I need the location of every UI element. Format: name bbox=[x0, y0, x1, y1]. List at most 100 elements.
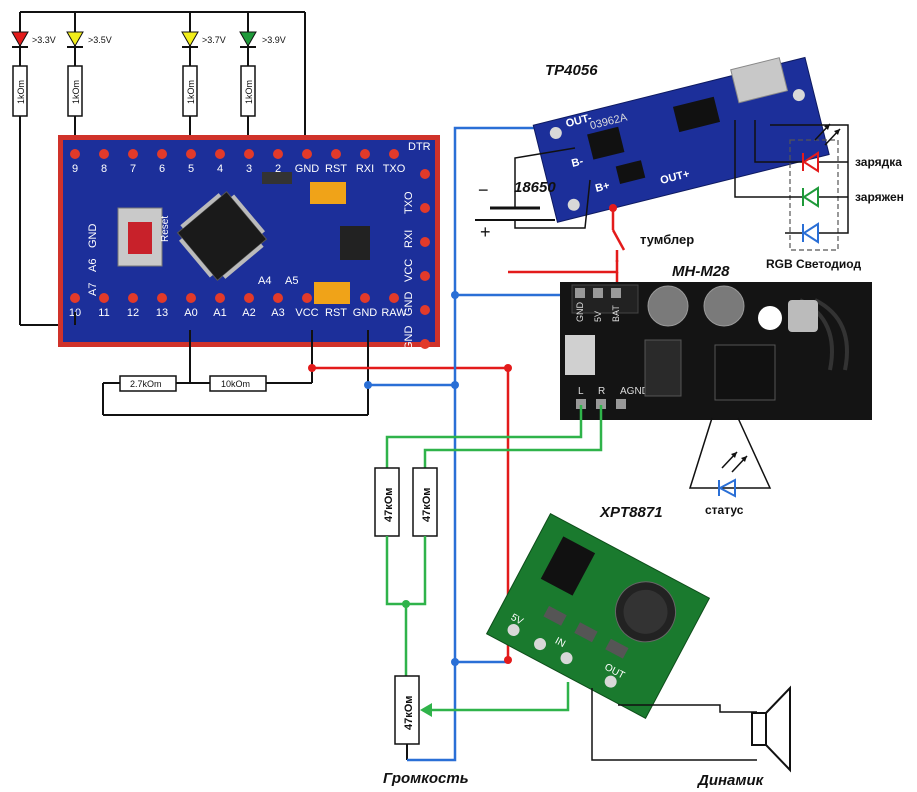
arduino-top-pin-label-8: GND bbox=[295, 163, 320, 175]
arduino-top-pin-label-5: 4 bbox=[217, 163, 223, 175]
speaker-caption: Динамик bbox=[696, 772, 765, 789]
divider-r2-label: 10kOm bbox=[221, 379, 250, 389]
arduino-bottom-pin-hole-7 bbox=[273, 293, 283, 303]
xpt8871-title: XPT8871 bbox=[599, 504, 663, 521]
led-3v3-label: >3.3V bbox=[32, 35, 56, 45]
arduino-top-pin-hole-5 bbox=[215, 149, 225, 159]
arduino-bottom-pin-hole-1 bbox=[99, 293, 109, 303]
mh-power-pin-label-1: 5V bbox=[593, 311, 603, 322]
reset-label: Reset bbox=[160, 216, 171, 242]
tantalum-cap-1 bbox=[310, 182, 346, 204]
led-3v7-resistor: 1kOm bbox=[186, 80, 196, 104]
arduino-top-pin-hole-3 bbox=[157, 149, 167, 159]
arduino-top-pin-hole-2 bbox=[128, 149, 138, 159]
status-led: статус bbox=[688, 417, 772, 517]
tp4056-pin-b-minus: B- bbox=[570, 155, 584, 170]
battery-minus: − bbox=[478, 180, 489, 200]
arduino-right-pin-label-5: GND bbox=[403, 326, 415, 351]
arduino-right-pin-hole-1 bbox=[420, 203, 430, 213]
mh-m28-audio-pins: L R AGND bbox=[576, 386, 649, 409]
arduino-bottom-pin-label-9: RST bbox=[325, 307, 347, 319]
arduino-top-pin-label-9: RST bbox=[325, 163, 347, 175]
arduino-top-pin-hole-6 bbox=[244, 149, 254, 159]
rgb-label-charging: зарядка bbox=[855, 155, 902, 169]
mh-cap-2 bbox=[703, 285, 745, 327]
arduino-bottom-pin-hole-3 bbox=[157, 293, 167, 303]
arduino-top-pin-label-10: RXI bbox=[356, 163, 374, 175]
arduino-bottom-pin-hole-6 bbox=[244, 293, 254, 303]
switch-label: тумблер bbox=[640, 232, 694, 247]
arduino-top-pin-hole-0 bbox=[70, 149, 80, 159]
speaker: Динамик bbox=[591, 685, 791, 789]
xpt-pin-5v: 5V bbox=[509, 612, 525, 628]
arduino-top-pin-hole-1 bbox=[99, 149, 109, 159]
arduino-bottom-pin-label-6: A2 bbox=[242, 307, 255, 319]
mh-power-pin-0 bbox=[575, 288, 585, 298]
mh-power-pin-1 bbox=[593, 288, 603, 298]
arduino-bottom-pin-hole-2 bbox=[128, 293, 138, 303]
led-3v5-resistor: 1kOm bbox=[71, 80, 81, 104]
battery-title: 18650 bbox=[514, 179, 556, 196]
mh-audio-pin-label-0: L bbox=[578, 386, 584, 397]
mh-audio-pin-0 bbox=[576, 399, 586, 409]
led-3v5: >3.5V 1kOm bbox=[66, 12, 112, 152]
rgb-led: зарядка заряжен RGB Светодиод bbox=[734, 120, 904, 271]
led-3v3: >3.3V 1kOm bbox=[11, 12, 56, 325]
arduino-left-a6: A6 bbox=[87, 259, 99, 272]
arduino-right-pin-label-4: GND bbox=[403, 292, 415, 317]
arduino-top-pin-label-2: 7 bbox=[130, 163, 136, 175]
arduino-top-pin-label-1: 8 bbox=[101, 163, 107, 175]
mix-resistor-1: 47кОм bbox=[383, 488, 395, 522]
xpt8871-module: XPT8871 5V IN OUT bbox=[485, 504, 711, 719]
rgb-label-charged: заряжен bbox=[855, 190, 904, 204]
reset-button[interactable] bbox=[117, 207, 163, 267]
arduino-bottom-pin-label-4: A0 bbox=[184, 307, 197, 319]
xpt-pin-in: IN bbox=[553, 636, 567, 650]
arduino-bottom-pin-hole-10 bbox=[360, 293, 370, 303]
audio-mixer: 47кОм 47кОм 47кОм Громкость bbox=[374, 405, 603, 787]
status-led-label: статус bbox=[705, 503, 744, 517]
arduino-right-pin-label-1: TXO bbox=[403, 191, 415, 214]
arduino-top-pin-hole-11 bbox=[389, 149, 399, 159]
mh-power-pin-label-0: GND bbox=[575, 302, 585, 323]
arduino-top-pin-label-4: 5 bbox=[188, 163, 194, 175]
mh-power-pin-label-2: BAT bbox=[611, 305, 621, 322]
arduino-bottom-pin-label-10: GND bbox=[353, 307, 378, 319]
mh-m28-power-pins: GND 5V BAT bbox=[575, 288, 621, 322]
regulator bbox=[340, 226, 370, 260]
tp4056-pin-b-plus: B+ bbox=[594, 180, 611, 195]
arduino-bottom-pin-hole-11 bbox=[389, 293, 399, 303]
led-3v5-label: >3.5V bbox=[88, 35, 112, 45]
mix-resistor-2: 47кОм bbox=[421, 488, 433, 522]
arduino-top-pin-hole-9 bbox=[331, 149, 341, 159]
led-3v7-label: >3.7V bbox=[202, 35, 226, 45]
arduino-top-pin-label-6: 3 bbox=[246, 163, 252, 175]
arduino-bottom-pin-hole-5 bbox=[215, 293, 225, 303]
led-3v9-label: >3.9V bbox=[262, 35, 286, 45]
arduino-right-pin-label-0: DTR bbox=[408, 141, 431, 153]
mh-audio-pin-label-1: R bbox=[598, 386, 605, 397]
pot-caption: Громкость bbox=[383, 770, 469, 787]
mh-audio-pin-2 bbox=[616, 399, 626, 409]
led-3v9: >3.9V 1kOm bbox=[239, 12, 286, 152]
arduino-right-pin-label-3: VCC bbox=[403, 259, 415, 282]
toggle-switch: тумблер bbox=[609, 204, 694, 262]
arduino-bottom-pin-hole-4 bbox=[186, 293, 196, 303]
arduino-bottom-pin-label-2: 12 bbox=[127, 307, 139, 319]
arduino-bottom-pin-label-7: A3 bbox=[271, 307, 284, 319]
arduino-bottom-pin-label-11: RAW bbox=[381, 307, 407, 319]
arduino-bottom-pin-label-1: 11 bbox=[98, 307, 109, 319]
mh-audio-pin-label-2: AGND bbox=[620, 386, 649, 397]
arduino-a5: A5 bbox=[285, 275, 298, 287]
arduino-right-pin-hole-5 bbox=[420, 339, 430, 349]
arduino-left-a7: A7 bbox=[87, 283, 99, 296]
led-3v3-resistor: 1kOm bbox=[16, 80, 26, 104]
battery-18650: 18650 − + bbox=[475, 147, 591, 242]
arduino-bottom-pin-label-8: VCC bbox=[295, 307, 318, 319]
arduino-top-pin-hole-8 bbox=[302, 149, 312, 159]
arduino-bottom-pin-hole-0 bbox=[70, 293, 80, 303]
pot-label: 47кОм bbox=[403, 696, 415, 730]
